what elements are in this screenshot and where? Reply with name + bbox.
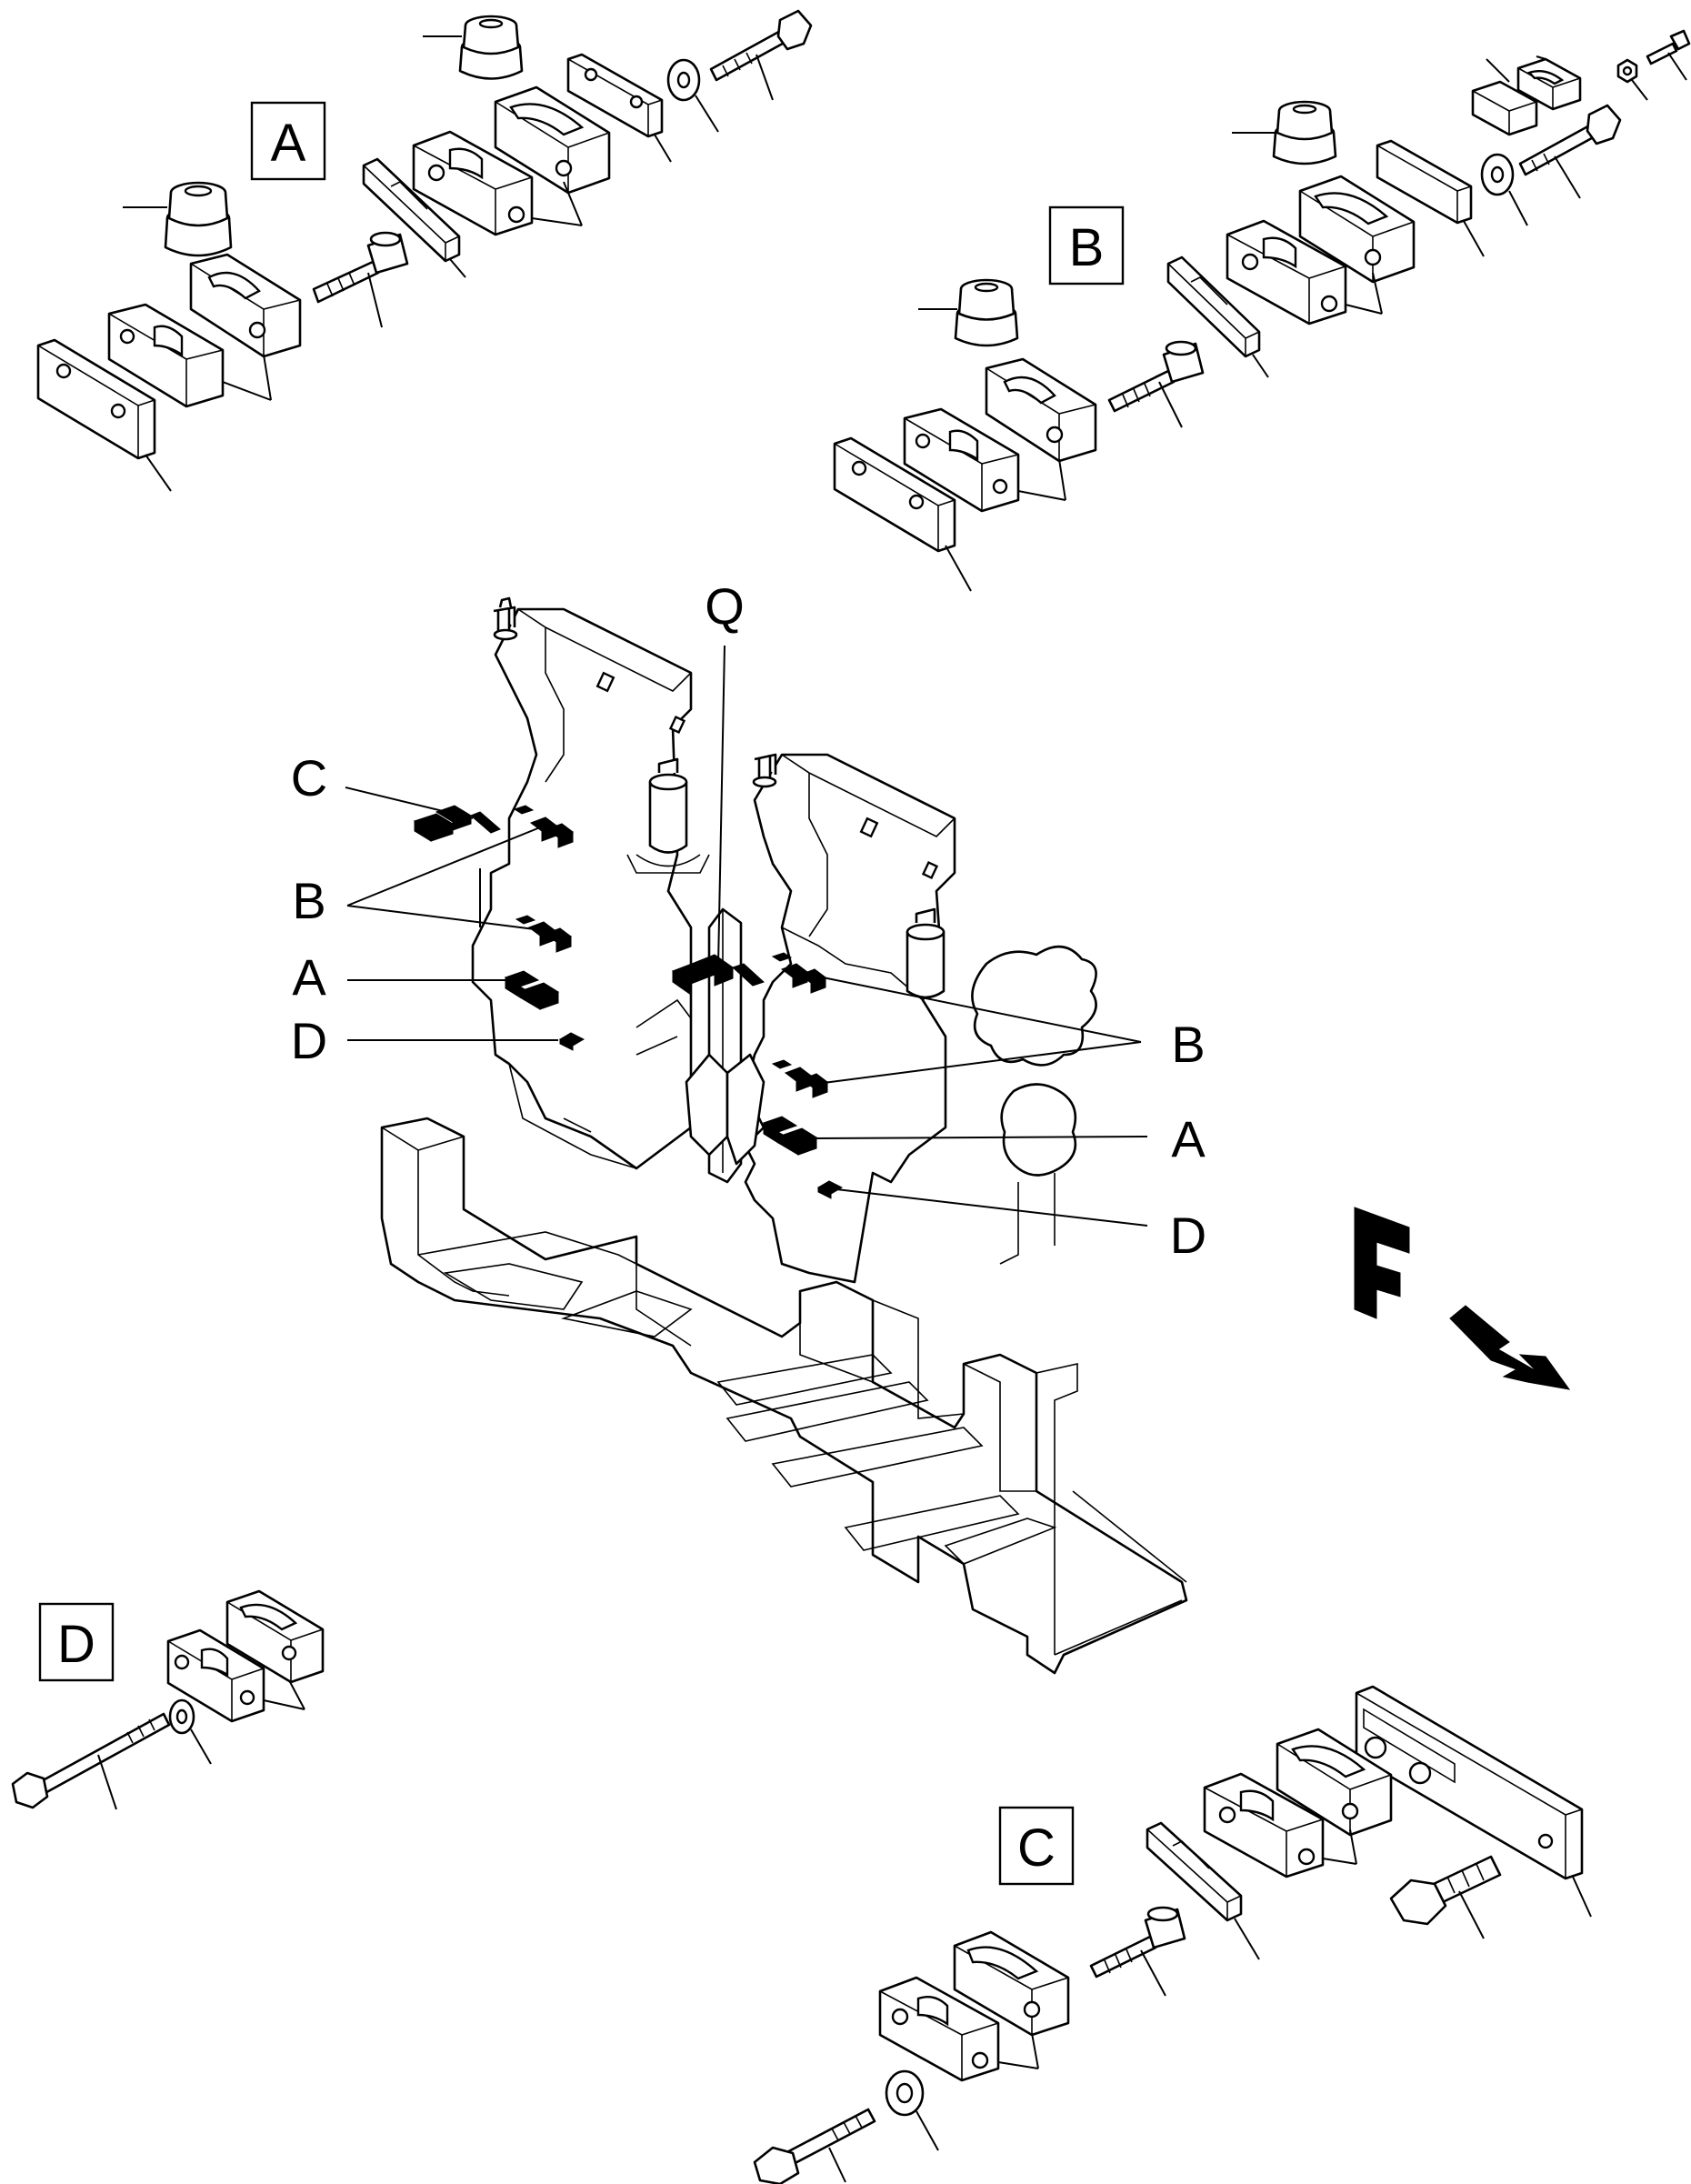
hex-bolt-icon bbox=[709, 9, 813, 101]
marker-c-left bbox=[413, 805, 501, 842]
hex-nut-icon bbox=[1616, 58, 1648, 101]
front-direction-arrow-icon: F bbox=[1354, 1207, 1571, 1390]
clamp-half-icon bbox=[107, 303, 225, 408]
spacer-plate-icon bbox=[1146, 1821, 1260, 1960]
clamp-half-icon bbox=[985, 357, 1097, 463]
cover-plate-icon bbox=[1376, 139, 1485, 257]
clamp-half-icon bbox=[412, 130, 534, 236]
callout-a-right: A bbox=[1171, 1110, 1206, 1167]
clamp-half-icon bbox=[903, 407, 1020, 513]
callout-q: Q bbox=[705, 577, 745, 635]
detail-d-frame bbox=[38, 1602, 115, 1682]
rubber-grommet-icon bbox=[423, 15, 524, 80]
detail-b-label: B bbox=[1069, 218, 1105, 277]
socket-screw-icon bbox=[1089, 1906, 1186, 1997]
washer-icon bbox=[666, 58, 719, 133]
clamp-location-markers bbox=[413, 805, 844, 1199]
callout-d-right: D bbox=[1170, 1207, 1206, 1264]
clamp-half-icon bbox=[1226, 219, 1347, 326]
leader-lines bbox=[345, 645, 1148, 1227]
callout-c-left: C bbox=[291, 749, 327, 806]
marker-a-left bbox=[504, 970, 560, 1010]
washer-icon bbox=[168, 1698, 212, 1765]
socket-screw-icon bbox=[312, 231, 409, 328]
detail-b-group: B bbox=[833, 29, 1691, 592]
marker-d-right bbox=[816, 1180, 844, 1199]
detail-c-group: C bbox=[753, 1685, 1592, 2184]
clamp-half-icon bbox=[1203, 1772, 1325, 1878]
clamp-half-icon bbox=[953, 1930, 1070, 2037]
callout-a-left: A bbox=[292, 948, 326, 1006]
marker-b-left-lower bbox=[515, 915, 573, 953]
small-screw-icon bbox=[1646, 29, 1691, 81]
detail-a-label: A bbox=[271, 114, 306, 173]
detail-d-group: D bbox=[11, 1589, 325, 1810]
clamp-half-icon bbox=[878, 1976, 1000, 2082]
hex-bolt-icon bbox=[1518, 104, 1622, 199]
cover-plate-icon bbox=[566, 53, 672, 163]
clamp-half-icon bbox=[166, 1628, 265, 1723]
marker-d-left bbox=[558, 1032, 585, 1051]
marker-b-right-upper bbox=[771, 952, 827, 994]
small-clamp-icon bbox=[1471, 55, 1582, 136]
socket-screw-icon bbox=[1107, 340, 1205, 428]
marker-q-center bbox=[671, 954, 765, 996]
rubber-grommet-icon bbox=[1232, 100, 1337, 165]
callout-b-right: B bbox=[1171, 1016, 1205, 1073]
hex-bolt-icon bbox=[11, 1712, 171, 1810]
detail-a-frame bbox=[250, 101, 326, 181]
long-mounting-plate-icon bbox=[1355, 1685, 1592, 1918]
mounting-plate-icon bbox=[36, 338, 172, 492]
callout-b-left: B bbox=[292, 872, 325, 929]
clamp-half-icon bbox=[1276, 1728, 1393, 1837]
mounting-plate-icon bbox=[833, 436, 972, 592]
washer-icon bbox=[1480, 153, 1528, 226]
washer-icon bbox=[885, 2069, 939, 2151]
spacer-plate-icon bbox=[362, 157, 466, 278]
hex-bolt-icon bbox=[753, 2108, 876, 2184]
spacer-plate-icon bbox=[1166, 255, 1269, 378]
detail-b-frame bbox=[1048, 205, 1125, 286]
clamp-half-icon bbox=[189, 253, 302, 358]
detail-d-label: D bbox=[57, 1615, 95, 1674]
callout-labels: Q C B A D B A D bbox=[291, 577, 1206, 1264]
detail-c-frame bbox=[998, 1806, 1075, 1886]
clamp-half-icon bbox=[225, 1589, 325, 1684]
detail-c-label: C bbox=[1017, 1818, 1056, 1878]
hex-bolt-icon bbox=[1389, 1855, 1502, 1939]
marker-a-right bbox=[762, 1116, 818, 1156]
callout-d-left: D bbox=[291, 1012, 327, 1069]
rubber-grommet-icon bbox=[918, 278, 1019, 347]
marker-b-left-upper bbox=[513, 805, 575, 848]
rubber-grommet-icon bbox=[123, 181, 233, 257]
detail-a-group: A bbox=[36, 9, 813, 492]
clamp-half-icon bbox=[494, 85, 611, 195]
